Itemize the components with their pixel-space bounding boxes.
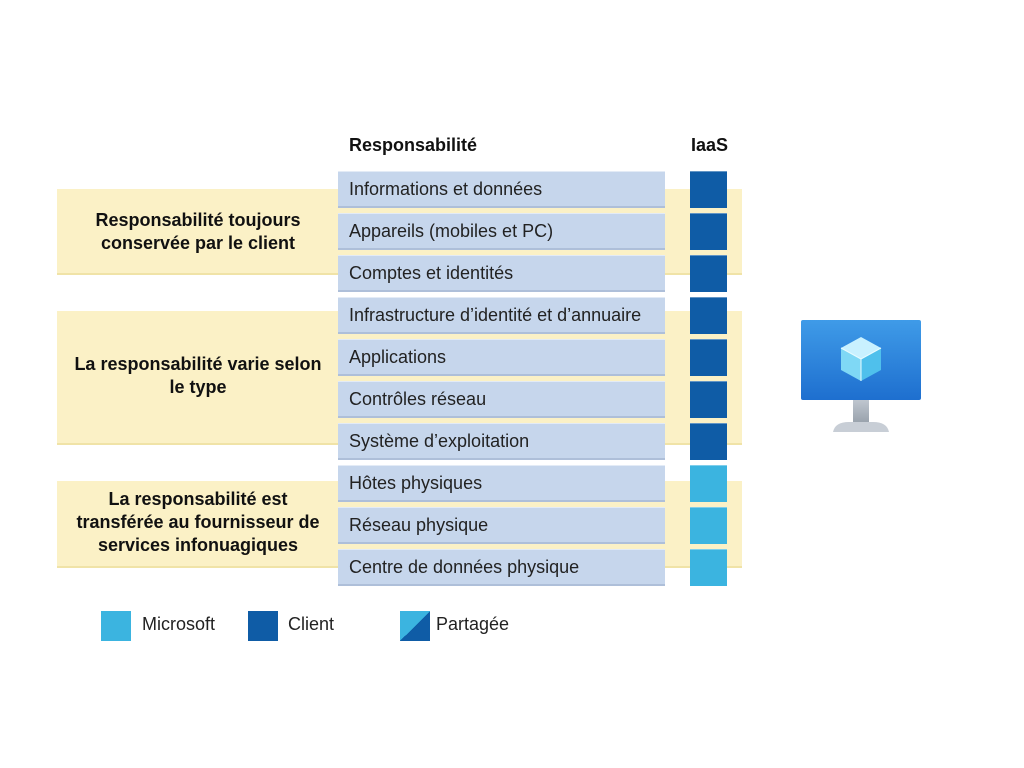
- legend-swatch-shared: [400, 611, 430, 641]
- row-label: Centre de données physique: [338, 549, 665, 586]
- group-label-varies: La responsabilité varie selon le type: [74, 354, 322, 397]
- iaas-cell: [690, 297, 727, 334]
- legend-label-microsoft: Microsoft: [142, 614, 216, 634]
- iaas-cell: [690, 255, 727, 292]
- row-label: Réseau physique: [338, 507, 665, 544]
- header-responsibility: Responsabilité: [349, 135, 478, 155]
- legend-swatch-client: [248, 611, 278, 641]
- row-label: Système d’exploitation: [338, 423, 665, 460]
- row-label: Hôtes physiques: [338, 465, 665, 502]
- row-label: Infrastructure d’identité et d’annuaire: [338, 297, 665, 334]
- iaas-cell: [690, 549, 727, 586]
- iaas-cell: [690, 507, 727, 544]
- legend-swatch-microsoft: [101, 611, 131, 641]
- row-label: Appareils (mobiles et PC): [338, 213, 665, 250]
- legend-label-client: Client: [288, 614, 335, 634]
- row-label: Contrôles réseau: [338, 381, 665, 418]
- iaas-cell: [690, 465, 727, 502]
- virtual-machine-monitor-icon: [801, 320, 921, 432]
- iaas-cell: [690, 171, 727, 208]
- row-label: Informations et données: [338, 171, 665, 208]
- iaas-cell: [690, 339, 727, 376]
- group-label-provider: La responsabilité est transférée au four…: [76, 489, 320, 555]
- legend-label-shared: Partagée: [436, 614, 510, 634]
- group-label-customer: Responsabilité toujours conservée par le…: [95, 210, 301, 253]
- iaas-cell: [690, 381, 727, 418]
- header-iaas: IaaS: [691, 135, 729, 155]
- iaas-cell: [690, 213, 727, 250]
- row-label: Comptes et identités: [338, 255, 665, 292]
- row-label: Applications: [338, 339, 665, 376]
- iaas-cell: [690, 423, 727, 460]
